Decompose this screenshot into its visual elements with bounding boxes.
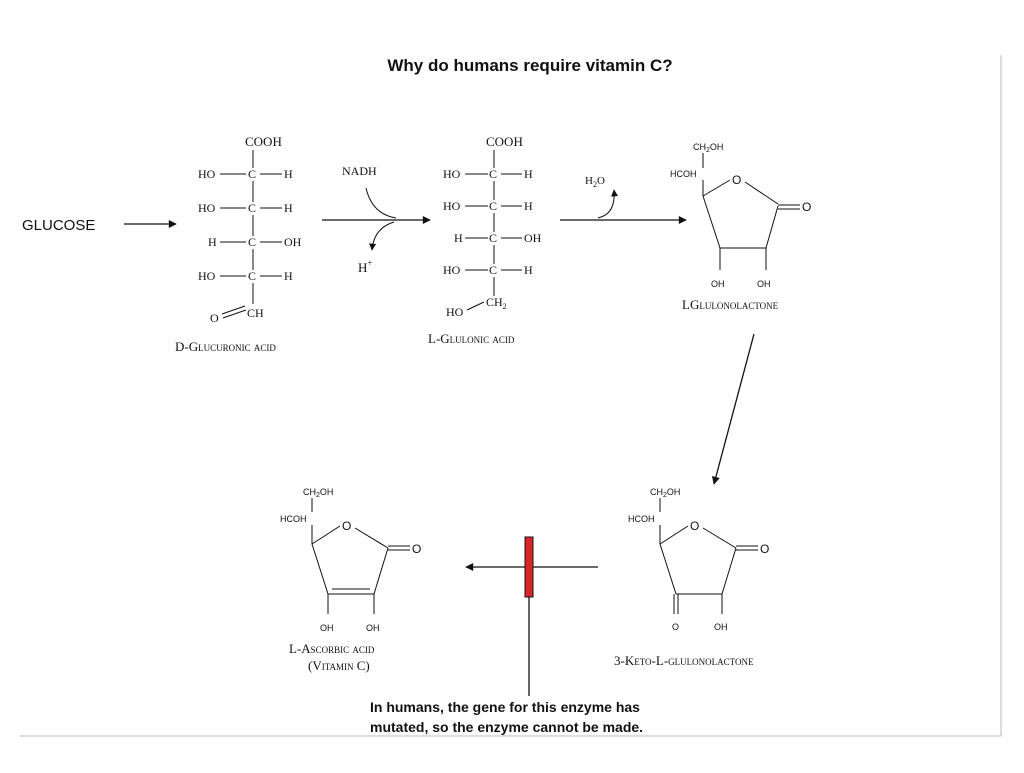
nadh-label: NADH [342,164,377,178]
svg-text:C: C [248,235,256,249]
svg-text:OH: OH [714,622,728,632]
l-gulonolactone-structure: CH2OH HCOH O O OH OH [670,142,811,289]
svg-text:CH2OH: CH2OH [693,142,723,154]
svg-text:HO: HO [443,167,461,181]
l-ascorbic-structure: CH2OH HCOH O O OH OH [280,487,421,633]
vitamin-c-label: (Vitamin C) [308,658,370,673]
svg-text:O: O [210,311,219,325]
svg-text:C: C [489,231,497,245]
svg-text:H: H [524,263,533,277]
svg-text:H: H [284,167,293,181]
water-curve-out [597,189,619,219]
svg-text:CH2OH: CH2OH [650,487,680,499]
svg-text:C: C [489,263,497,277]
svg-text:HO: HO [198,167,216,181]
svg-text:C: C [248,269,256,283]
svg-text:H: H [208,235,217,249]
svg-text:HO: HO [446,305,464,319]
svg-text:HCOH: HCOH [670,169,697,179]
svg-text:C: C [489,199,497,213]
svg-text:HO: HO [443,199,461,213]
svg-text:O: O [802,200,811,214]
svg-text:O: O [690,519,699,533]
svg-text:CH2: CH2 [486,295,507,311]
svg-text:H: H [284,269,293,283]
svg-text:OH: OH [757,279,771,289]
l-ascorbic-label: L-Ascorbic acid [289,641,375,656]
svg-text:H: H [524,167,533,181]
nadh-curve-in [365,187,397,219]
l-gulonolactone-label: LGlulonolactone [682,297,779,312]
svg-text:HCOH: HCOH [628,514,655,524]
svg-text:C: C [248,167,256,181]
svg-text:O: O [760,542,769,556]
svg-text:H: H [284,201,293,215]
svg-text:O: O [732,173,741,187]
svg-text:OH: OH [284,235,302,249]
svg-text:HCOH: HCOH [280,514,307,524]
mutation-note-line1: In humans, the gene for this enzyme has [370,699,640,715]
svg-text:C: C [248,201,256,215]
l-gulonic-structure: COOH HO C H HO C H H C OH HO C H HO CH2 [443,134,542,319]
svg-text:CH: CH [247,306,264,320]
svg-text:O: O [412,542,421,556]
svg-text:HO: HO [198,201,216,215]
svg-text:COOH: COOH [245,134,282,149]
arrow-oxidation-step [711,333,755,485]
svg-text:HO: HO [443,263,461,277]
svg-text:H: H [524,199,533,213]
l-gulonic-label: L-Glulonic acid [428,331,515,346]
h-plus-curve-out [369,221,395,251]
svg-text:CH2OH: CH2OH [303,487,333,499]
svg-text:OH: OH [711,279,725,289]
keto-gulonolactone-structure: CH2OH HCOH O O O OH [628,487,769,632]
water-label: H2O [585,175,605,189]
glucose-label: GLUCOSE [22,217,95,234]
svg-text:O: O [672,622,679,632]
h-plus-label: H+ [358,258,372,275]
svg-text:HO: HO [198,269,216,283]
svg-text:OH: OH [320,623,334,633]
keto-gulonolactone-label: 3-Keto-L-glulonolactone [614,653,754,668]
mutation-note-line2: mutated, so the enzyme cannot be made. [370,719,643,735]
svg-text:COOH: COOH [486,134,523,149]
svg-text:OH: OH [524,231,542,245]
svg-text:H: H [454,231,463,245]
svg-text:C: C [489,167,497,181]
svg-text:OH: OH [366,623,380,633]
d-glucuronic-structure: COOH HO C H HO C H H C OH HO C H O CH [198,134,302,325]
d-glucuronic-label: D-Glucuronic acid [175,339,276,354]
svg-text:O: O [342,519,351,533]
enzyme-block-marker [524,536,534,598]
diagram-title: Why do humans require vitamin C? [387,56,672,75]
